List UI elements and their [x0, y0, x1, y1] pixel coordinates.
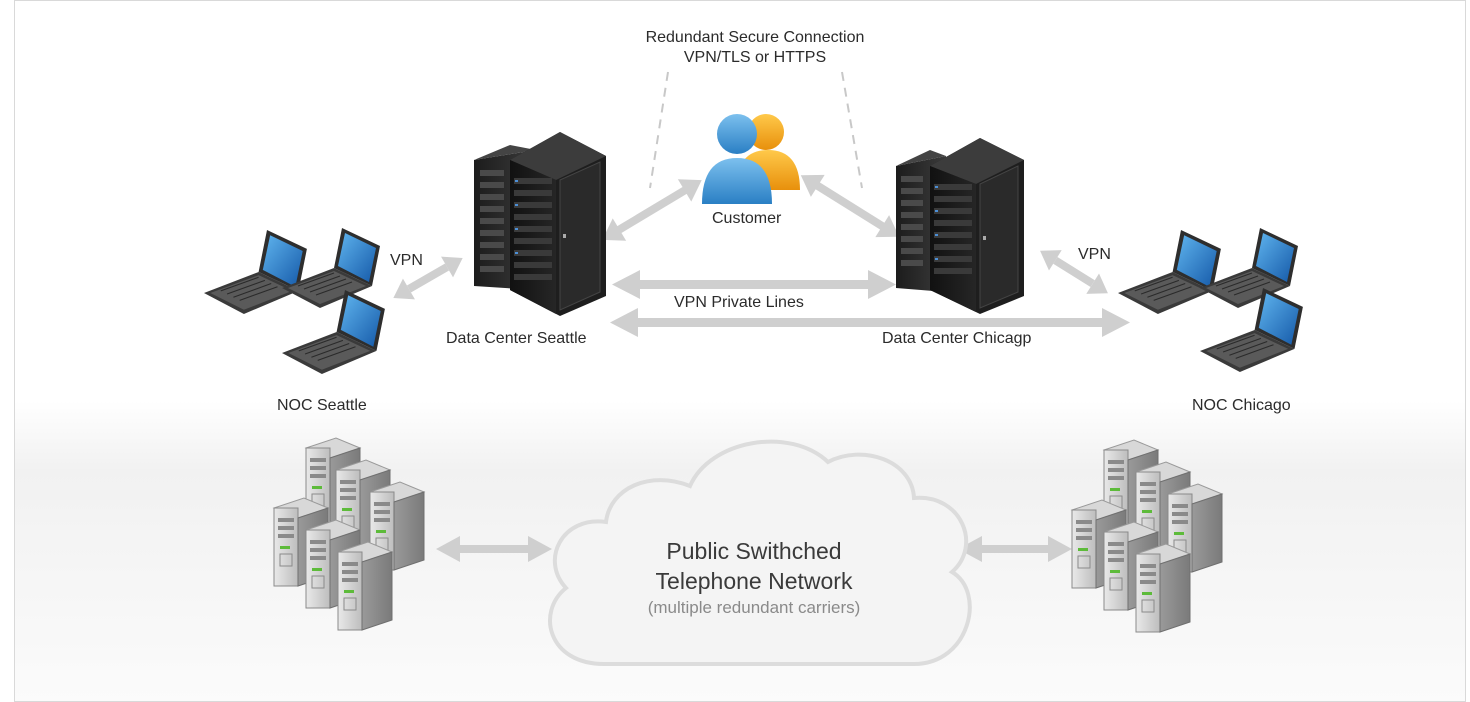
customer-label: Customer [712, 210, 782, 227]
noc-seattle-label: NOC Seattle [277, 397, 367, 414]
secure-connection-line2: VPN/TLS or HTTPS [683, 49, 827, 66]
pstn-title-line2: Telephone Network [655, 568, 853, 594]
secure-connection-line1: Redundant Secure Connection [645, 29, 865, 46]
noc-chicago-label: NOC Chicago [1192, 397, 1291, 414]
dc-chicago-label: Data Center Chicagp [882, 330, 1032, 347]
pstn-title-line1: Public Swithched [666, 538, 842, 564]
secure-connection-label: Redundant Secure Connection VPN/TLS or H… [598, 29, 912, 67]
vpn-chicago-label: VPN [1078, 246, 1111, 263]
pstn-cloud [548, 439, 972, 666]
noc-chicago-laptops [1117, 227, 1304, 373]
connection-arrows [393, 174, 1130, 562]
server-cluster-left [273, 437, 425, 631]
server-cluster-right [1071, 439, 1223, 633]
rack-seattle [474, 132, 606, 316]
vpn-private-lines-label: VPN Private Lines [674, 294, 804, 311]
dc-seattle-label: Data Center Seattle [446, 330, 587, 347]
customer-icon [702, 114, 800, 204]
vpn-seattle-label: VPN [390, 252, 423, 269]
secure-connection-dashes [649, 71, 863, 189]
rack-chicago [896, 138, 1024, 314]
pstn-subtitle: (multiple redundant carriers) [647, 598, 861, 617]
noc-seattle-laptops [203, 227, 386, 375]
